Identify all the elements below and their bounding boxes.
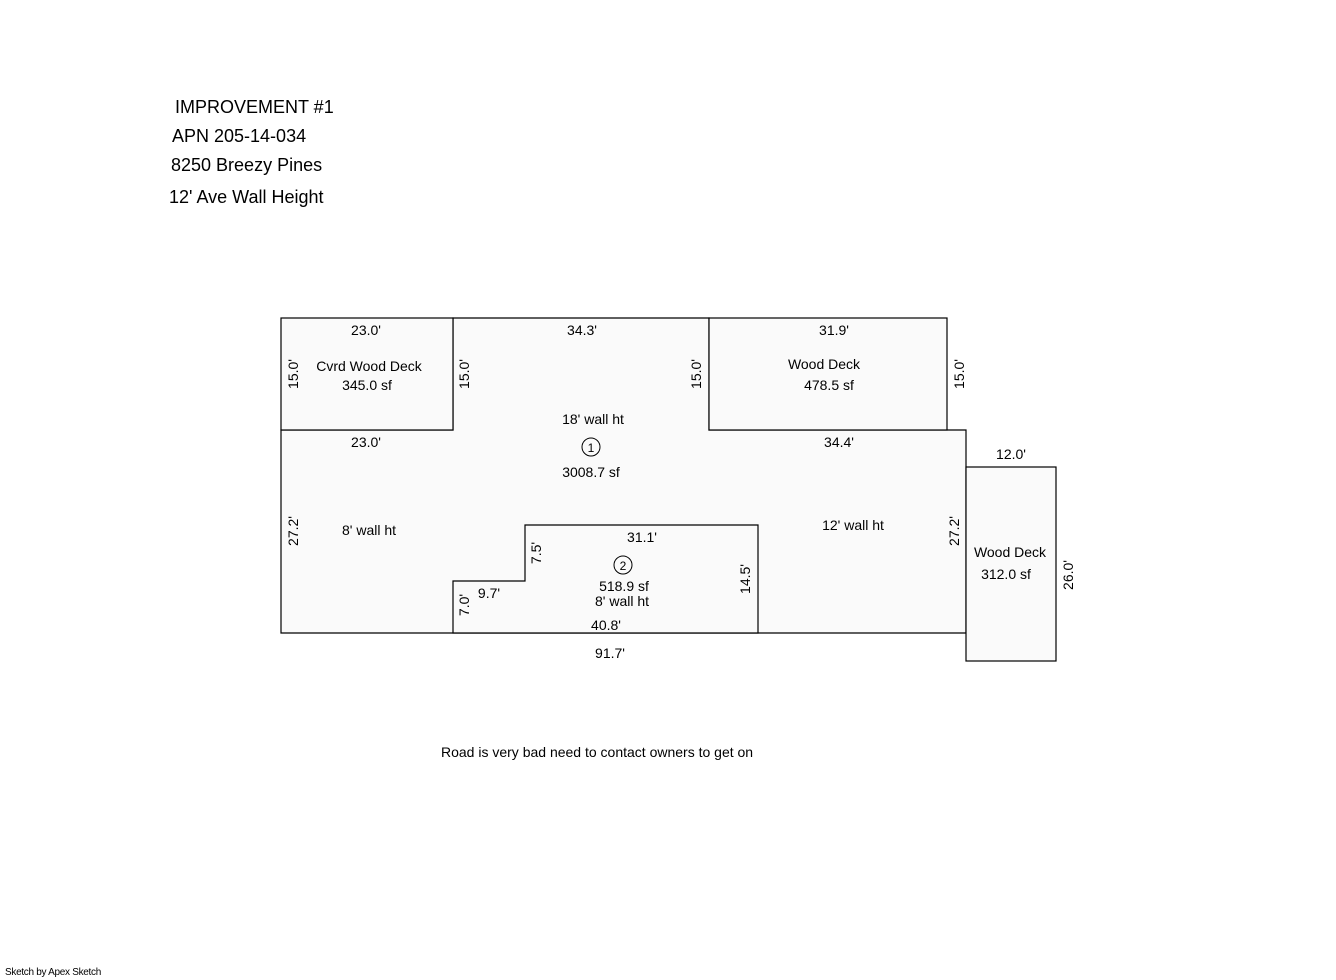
area2-outline [452,524,759,634]
cvrd-deck-area: 345.0 sf [342,377,392,393]
wood-deck-side-shape [965,466,1057,662]
area1-dim-top-mid: 34.3' [567,322,597,338]
area1-dim-right: 27.2' [946,516,962,546]
area1-right-wall-ht: 12' wall ht [822,517,884,533]
wood-deck-top-area: 478.5 sf [804,377,854,393]
area2-dim-right: 14.5' [737,564,753,594]
sketch-credit: Sketch by Apex Sketch [5,967,101,978]
area2-area: 518.9 sf [599,578,649,594]
area1-area: 3008.7 sf [562,464,620,480]
apn-label: APN 205-14-034 [172,126,307,146]
area1-number-circle [581,437,601,457]
area1-wall-ht: 18' wall ht [562,411,624,427]
cvrd-deck-dim-right: 15.0' [456,359,472,389]
wood-deck-top-dim-right: 15.0' [951,359,967,389]
improvement-title: IMPROVEMENT #1 [175,97,334,117]
wood-deck-side-dim-right: 26.0' [1060,560,1076,590]
wood-deck-top-dim-top: 31.9' [819,322,849,338]
cvrd-deck-dim-left: 15.0' [285,359,301,389]
area2-dim-left: 7.0' [456,594,472,616]
area2-dim-bottom: 40.8' [591,617,621,633]
cvrd-deck-dim-top: 23.0' [351,322,381,338]
address-label: 8250 Breezy Pines [171,155,323,175]
area1-number: 1 [588,441,595,455]
wall-height-label: 12' Ave Wall Height [169,187,324,207]
wood-deck-top-shape [708,317,948,431]
area1-dim-step-right: 34.4' [824,434,854,450]
area1-dim-step-left: 23.0' [351,434,381,450]
area1-dim-left: 27.2' [285,516,301,546]
wood-deck-side-name: Wood Deck [974,544,1047,560]
area2-wall-ht: 8' wall ht [595,593,649,609]
area2-dim-step-h: 9.7' [478,585,500,601]
wood-deck-top-name: Wood Deck [788,356,861,372]
road-note: Road is very bad need to contact owners … [441,744,754,760]
cvrd-deck-name: Cvrd Wood Deck [316,358,423,374]
cvrd-wood-deck-shape [280,317,454,431]
area2-dim-step-v: 7.5' [528,542,544,564]
area2-number: 2 [620,559,627,573]
wood-deck-top-dim-left: 15.0' [688,359,704,389]
wood-deck-side-area: 312.0 sf [981,566,1031,582]
wood-deck-side-dim-top: 12.0' [996,446,1026,462]
area2-number-circle [613,555,633,575]
area1-dim-bottom: 91.7' [595,645,625,661]
area2-dim-top: 31.1' [627,529,657,545]
area1-left-wall-ht: 8' wall ht [342,522,396,538]
